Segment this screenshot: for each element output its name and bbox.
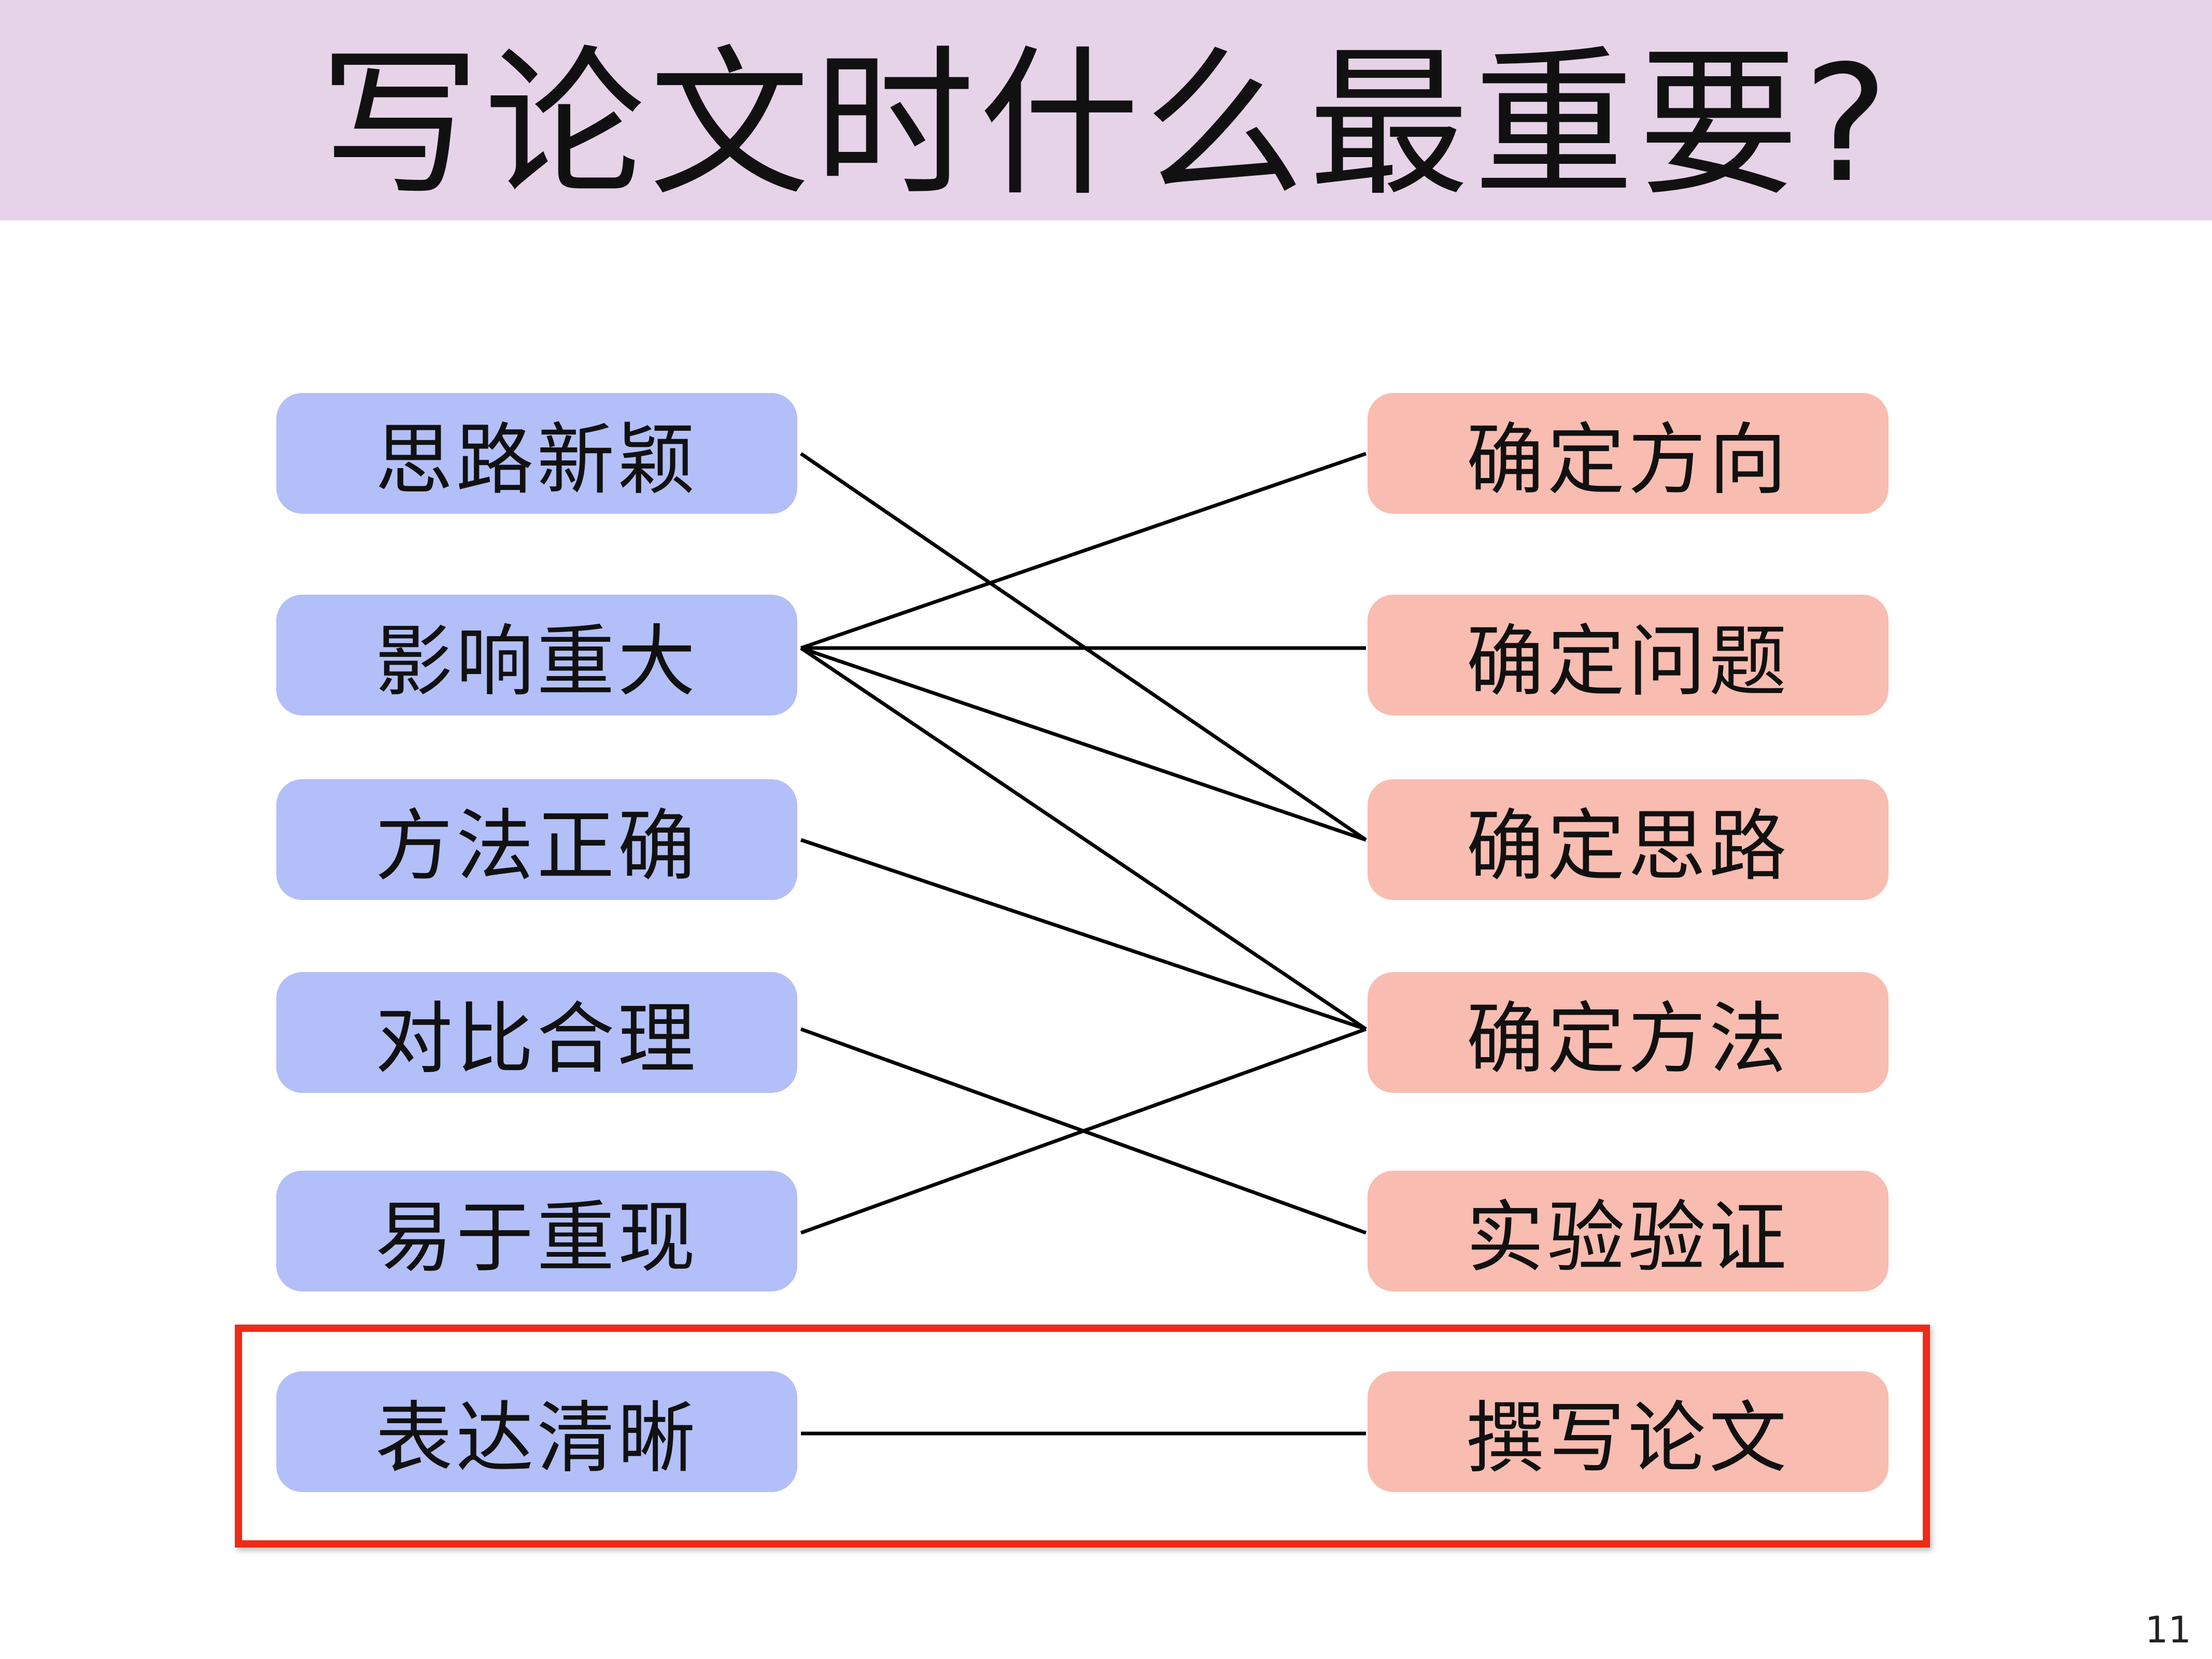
connector-line-5 [800, 838, 1367, 1031]
right-node-set-idea: 确定思路 [1368, 779, 1889, 900]
left-node-reproducible: 易于重现 [276, 1171, 797, 1291]
connector-line-3 [800, 646, 1367, 842]
left-node-fair-comparison: 对比合理 [276, 972, 797, 1093]
right-node-set-method: 确定方法 [1368, 972, 1889, 1093]
page-number: 11 [2145, 1609, 2191, 1651]
slide-title: 写论文时什么最重要? [319, 31, 1893, 218]
right-node-set-problem: 确定问题 [1368, 595, 1889, 715]
left-node-major-impact: 影响重大 [276, 595, 797, 715]
connector-line-7 [800, 1027, 1367, 1235]
right-node-experiment: 实验验证 [1368, 1171, 1889, 1291]
left-node-novel-idea: 思路新颖 [276, 393, 797, 514]
highlight-box [235, 1325, 1930, 1548]
connector-line-4 [800, 646, 1367, 1031]
left-node-correct-method: 方法正确 [276, 779, 797, 900]
left-node-clear-expression: 表达清晰 [276, 1371, 797, 1492]
title-band [0, 0, 2212, 220]
right-node-write-paper: 撰写论文 [1368, 1371, 1889, 1492]
connector-line-1 [800, 452, 1367, 650]
right-node-set-direction: 确定方向 [1368, 393, 1889, 514]
